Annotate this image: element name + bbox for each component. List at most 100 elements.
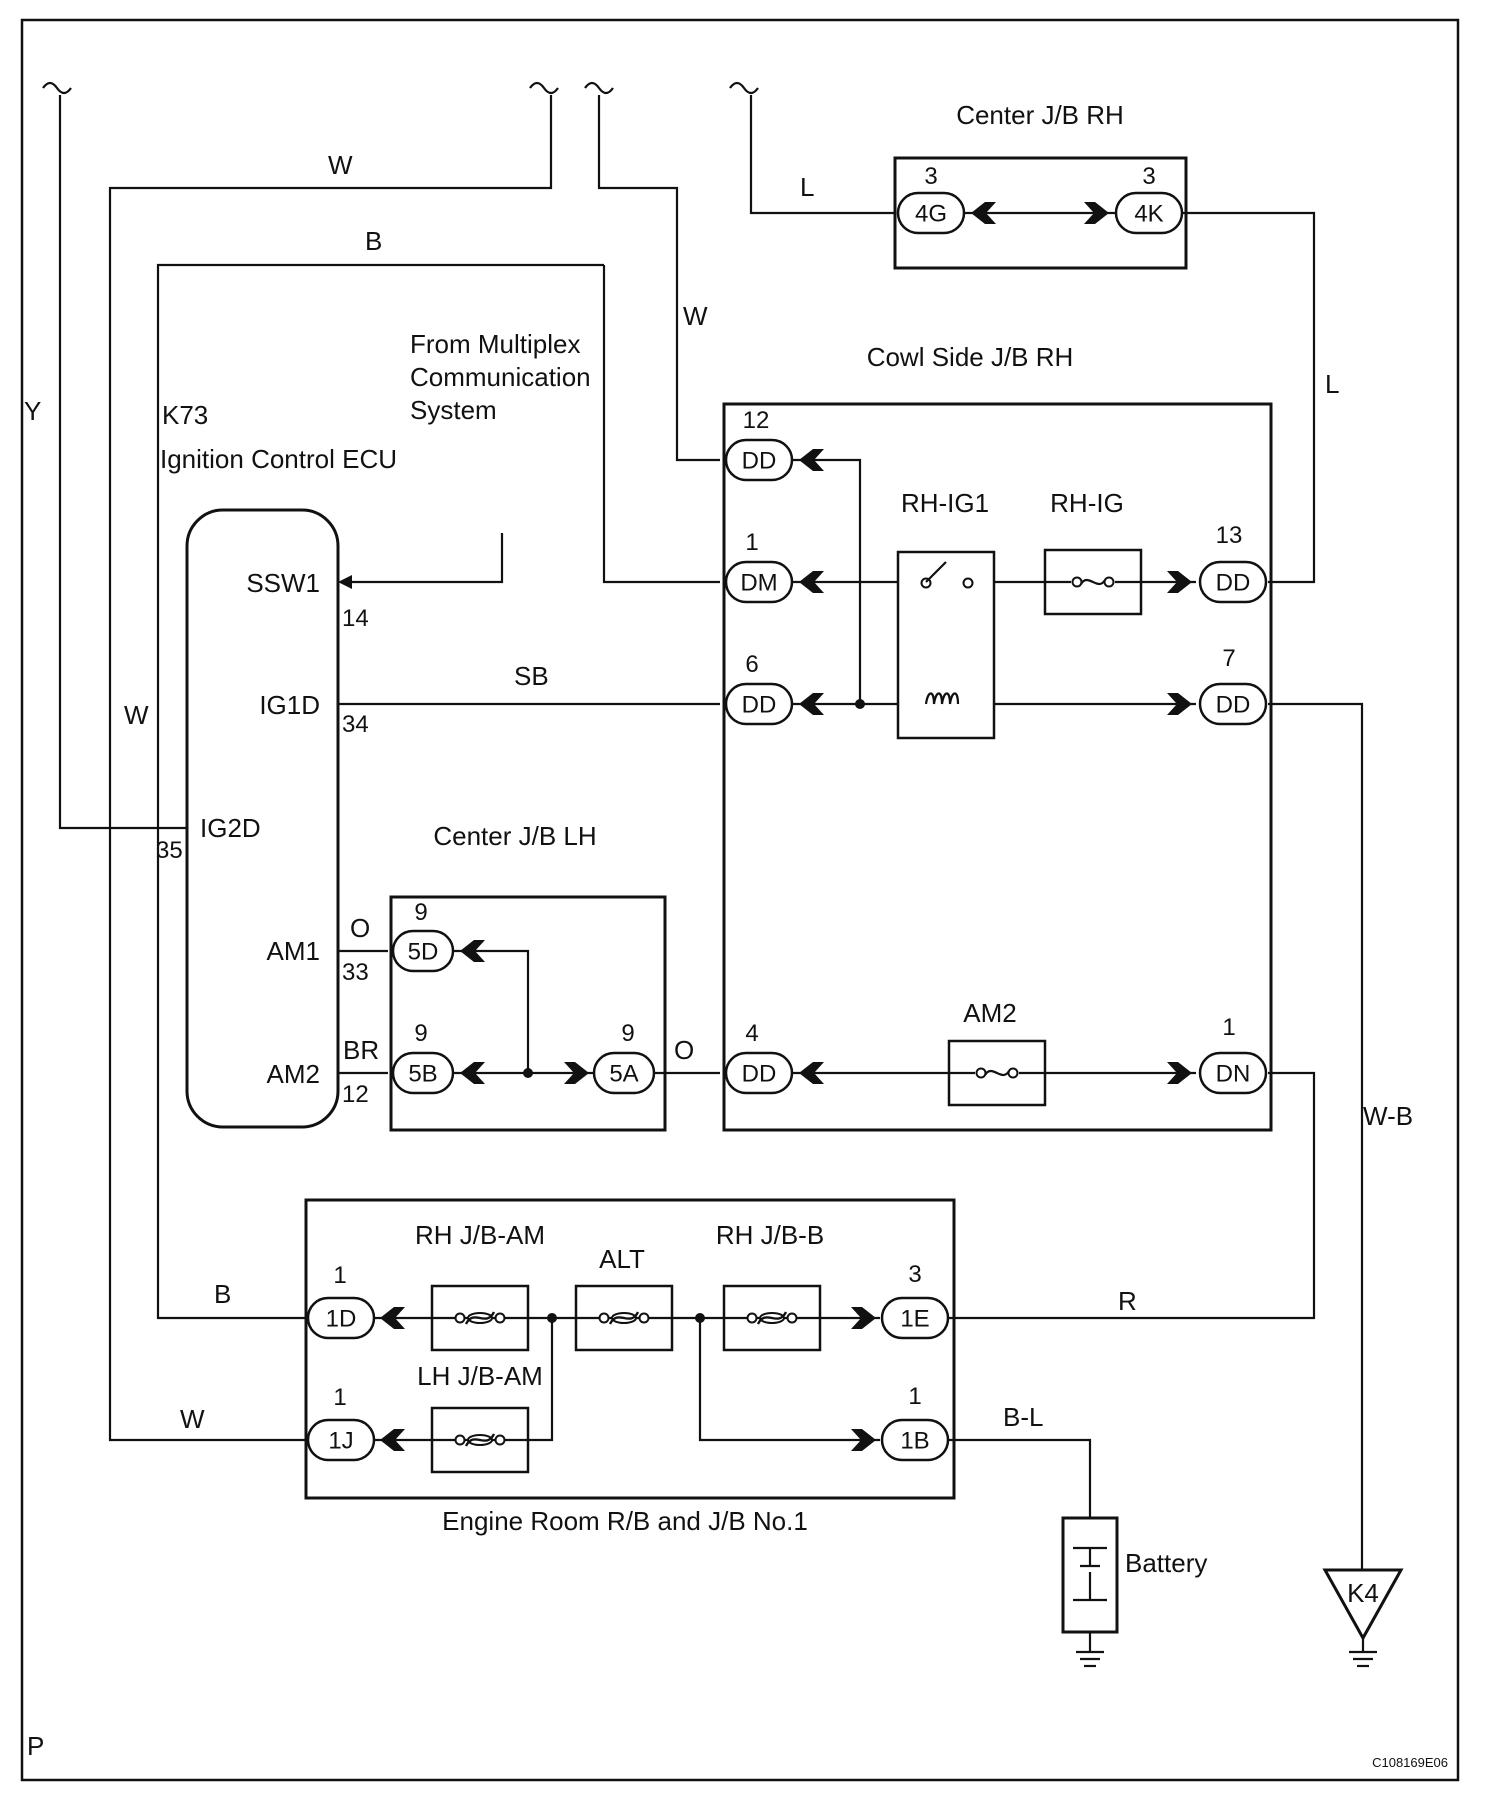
wire-bl (948, 1438, 1092, 1518)
connector-1b: 1B (880, 1418, 950, 1462)
pin-number: 12 (743, 407, 770, 434)
connector-1j: 1J (306, 1418, 376, 1462)
wire-label: O (350, 913, 370, 943)
connector-5a: 5A (592, 1051, 656, 1095)
ground-k4-symbol (1322, 1568, 1404, 1668)
pin-number: 7 (1222, 645, 1235, 672)
svg-text:DM: DM (740, 570, 777, 597)
terminal-label: SSW1 (246, 568, 320, 598)
connector-dd-4: DD (724, 1051, 794, 1095)
cowl-side-jb-rh-box (722, 402, 1273, 1132)
connector-dd-7: DD (1198, 682, 1268, 726)
svg-text:4G: 4G (915, 201, 947, 228)
terminal-label: IG1D (259, 690, 320, 720)
wire-label: O (674, 1035, 694, 1065)
connector-5b: 5B (391, 1051, 455, 1095)
wire-w-dd12 (597, 95, 720, 462)
connector-dd-13: DD (1198, 560, 1268, 604)
fuse-alt (574, 1284, 674, 1352)
fuse-rh-ig (1043, 548, 1143, 616)
multiplex-note: System (410, 395, 497, 425)
wire-label: W (180, 1404, 205, 1434)
wire-label: Y (24, 396, 41, 426)
ignition-control-ecu (185, 508, 340, 1129)
ecu-code: K73 (162, 400, 208, 430)
fuse-label: RH-IG (1050, 488, 1124, 518)
center-jb-lh-title: Center J/B LH (433, 821, 596, 851)
svg-text:DN: DN (1216, 1061, 1251, 1088)
wire-label: BR (343, 1035, 379, 1065)
fuse-label: RH J/B-B (716, 1220, 824, 1250)
svg-text:DD: DD (742, 692, 777, 719)
fuse-lh-jb-am (430, 1406, 530, 1474)
pin-number: 33 (342, 959, 369, 986)
ecu-name: Ignition Control ECU (160, 444, 397, 474)
svg-text:5A: 5A (609, 1061, 638, 1088)
wire-l-4g (749, 95, 895, 215)
connector-5d: 5D (391, 929, 455, 973)
cowl-side-jb-rh-title: Cowl Side J/B RH (867, 342, 1074, 372)
relay-rh-ig1 (896, 550, 996, 740)
wire-label: L (1325, 369, 1339, 399)
connector-dm-1: DM (724, 560, 794, 604)
pin-number: 14 (342, 605, 369, 632)
wire-y (58, 95, 187, 830)
fuse-label: LH J/B-AM (417, 1361, 543, 1391)
pin-number: 1 (1222, 1014, 1235, 1041)
pin-number: 1 (745, 529, 758, 556)
fuse-rh-jb-b (722, 1284, 822, 1352)
svg-text:DD: DD (1216, 692, 1251, 719)
svg-text:1D: 1D (326, 1306, 357, 1333)
connector-1d: 1D (306, 1296, 376, 1340)
center-jb-rh-title: Center J/B RH (956, 100, 1124, 130)
fuse-am2 (947, 1039, 1047, 1107)
svg-text:1B: 1B (900, 1428, 929, 1455)
corner-code: P (27, 1731, 44, 1761)
wire-label: W (124, 700, 149, 730)
multiplex-note: Communication (410, 362, 591, 392)
connector-dd-12: DD (724, 438, 794, 482)
wire-r (948, 1071, 1316, 1320)
engine-room-rb-box (304, 1198, 956, 1500)
svg-text:5D: 5D (408, 939, 439, 966)
battery-symbol (1061, 1516, 1119, 1668)
pin-number: 1 (333, 1262, 346, 1289)
connector-4g: 4G (896, 191, 966, 235)
wire-label: B-L (1003, 1402, 1043, 1432)
battery-label: Battery (1125, 1548, 1207, 1578)
wire-label: R (1118, 1286, 1137, 1316)
wire-l-dd13 (1182, 211, 1316, 584)
wire-label: SB (514, 661, 549, 691)
pin-number: 3 (1142, 163, 1155, 190)
fuse-rh-jb-am (430, 1284, 530, 1352)
pin-number: 3 (908, 1261, 921, 1288)
svg-text:1J: 1J (328, 1428, 353, 1455)
terminal-label: AM1 (267, 936, 320, 966)
connector-dd-6: DD (724, 682, 794, 726)
terminal-label: AM2 (267, 1059, 320, 1089)
terminal-label: IG2D (200, 813, 261, 843)
pin-number: 13 (1216, 522, 1243, 549)
wire-label: W-B (1363, 1101, 1413, 1131)
pin-number: 4 (745, 1020, 758, 1047)
center-jb-lh-box (389, 895, 667, 1132)
pin-number: 9 (414, 1020, 427, 1047)
relay-label: RH-IG1 (901, 488, 989, 518)
pin-number: 9 (414, 899, 427, 926)
ground-label: K4 (1347, 1578, 1379, 1608)
svg-text:DD: DD (742, 448, 777, 475)
pin-number: 3 (924, 163, 937, 190)
wire-label: W (328, 150, 353, 180)
connector-1e: 1E (880, 1296, 950, 1340)
fuse-label: RH J/B-AM (415, 1220, 545, 1250)
engine-room-title: Engine Room R/B and J/B No.1 (442, 1506, 808, 1536)
wire-label: L (800, 172, 814, 202)
pin-number: 34 (342, 711, 369, 738)
svg-text:5B: 5B (408, 1061, 437, 1088)
wire-label: B (365, 226, 382, 256)
wire-b-1d (156, 263, 604, 1320)
pin-number: 1 (908, 1383, 921, 1410)
pin-number: 6 (745, 651, 758, 678)
center-jb-rh-box (893, 156, 1188, 270)
